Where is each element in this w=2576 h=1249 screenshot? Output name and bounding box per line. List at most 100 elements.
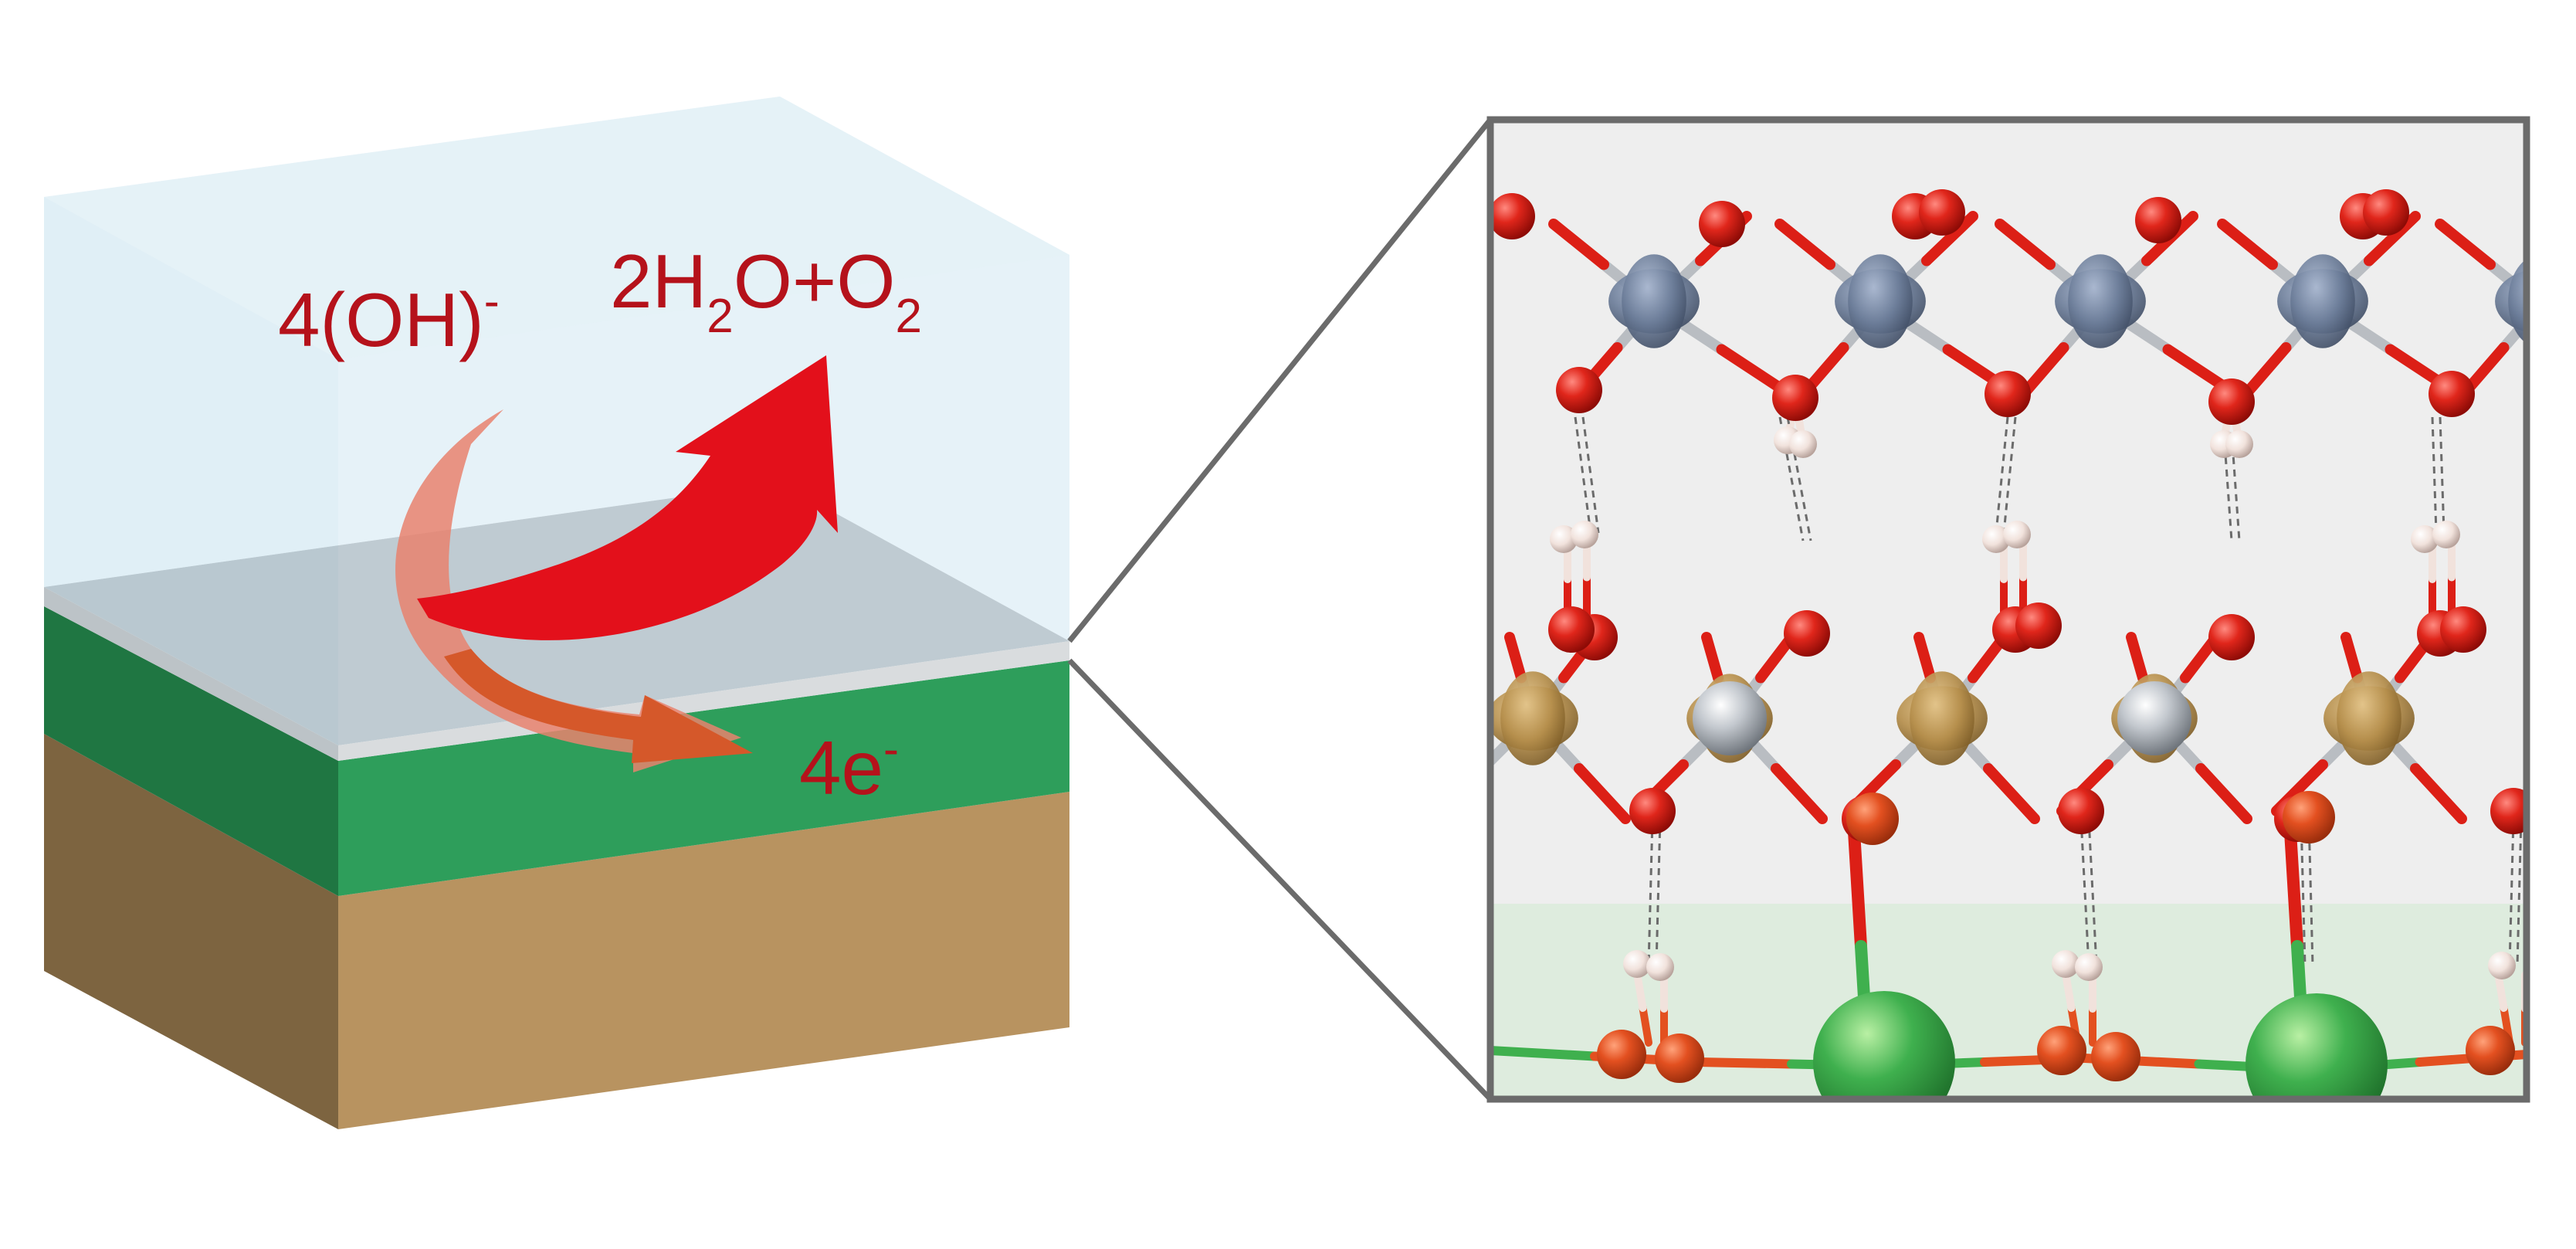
svg-text:2H2O+O2: 2H2O+O2	[610, 239, 922, 343]
bond	[1983, 763, 2040, 824]
oxygen-atom-11	[2429, 371, 2475, 417]
metal-atom-top-2	[2055, 254, 2146, 348]
substrate-front-face	[338, 792, 1069, 1129]
oxygen-atom-1	[1699, 201, 1745, 247]
metal-atom-gold-2	[1896, 671, 1988, 765]
oxygen-atom-4	[2135, 197, 2181, 243]
bond	[2364, 211, 2421, 266]
bond	[1490, 761, 1492, 769]
support-cation-1	[2246, 993, 2388, 1099]
metal-atom-gold-4-lobe	[2337, 671, 2401, 765]
metal-atom-top-4-lobe	[2508, 259, 2527, 344]
hydrogen-bond	[1778, 416, 1805, 541]
electron-release-arrow	[444, 649, 753, 763]
hydrogen-atom-11	[1646, 953, 1674, 981]
bond	[1995, 219, 2056, 270]
oxygen-atom-16	[2015, 602, 2062, 649]
metal-atom-top-0	[1608, 254, 1700, 348]
electrons-charge: -	[883, 723, 899, 775]
reactant-species: (OH)	[320, 277, 484, 362]
bond	[1921, 211, 1978, 266]
oxygen-atom-7	[1556, 367, 1602, 413]
metal-atom-gold-4	[2323, 671, 2415, 765]
water-h: H	[652, 239, 707, 324]
bond	[1548, 219, 1609, 270]
hydrogen-atom-1	[1789, 430, 1817, 458]
hydrogen-atom-13	[2075, 953, 2103, 981]
hydrogen-atom-12	[2052, 950, 2079, 978]
hydrogen-atom-4	[1550, 525, 1578, 553]
water-subscript: 2	[707, 290, 733, 343]
atomic-structure-inset	[1486, 116, 2530, 1103]
bond	[2126, 632, 2148, 684]
metal-atom-gold-0	[1490, 671, 1578, 765]
bond	[1574, 763, 1631, 824]
oxygen-atom-8	[1772, 375, 1818, 421]
reactant-coef: 4	[278, 277, 320, 362]
support-front-face	[338, 660, 1069, 896]
water-coef: 2	[610, 239, 652, 324]
bond	[2435, 219, 2496, 270]
reactant-label: 4(OH)-	[278, 275, 500, 362]
metal-atom-top-1-lobe	[1848, 254, 1913, 348]
reaction-arrows	[395, 355, 838, 772]
bond	[1774, 219, 1835, 270]
metal-atom-gold-0-lobe	[1500, 671, 1565, 765]
support-left-face	[44, 606, 338, 896]
bond	[1913, 632, 1936, 684]
oxygen-atom-14	[1784, 610, 1830, 657]
bond	[1694, 1057, 1796, 1069]
oxygen-atom-24	[2490, 788, 2527, 834]
metal-atom-grey-3	[2117, 681, 2191, 755]
bond	[1847, 813, 1867, 952]
hydrogen-atom-3	[2225, 430, 2253, 458]
bond	[1633, 969, 1647, 1012]
electrons-label: 4e-	[799, 723, 899, 810]
bond	[2195, 763, 2252, 824]
atom-spheres	[1490, 189, 2527, 1099]
hydrogen-bond	[1786, 416, 1812, 541]
bond	[1490, 1046, 1599, 1061]
bond	[2062, 969, 2076, 1012]
electrons-text: 4e	[799, 725, 883, 810]
support-oxygen-3	[2091, 1032, 2140, 1081]
metal-atom-grey-1	[1693, 681, 1767, 755]
hydrogen-atom-6	[1982, 525, 2010, 553]
oxygen-atom-19	[2440, 606, 2486, 653]
zoom-connector-bottom	[1067, 658, 1493, 1101]
bond	[2340, 632, 2363, 684]
bond	[1701, 632, 1724, 684]
support-cation-0	[1813, 991, 1955, 1099]
support-oxygen-0	[1597, 1030, 1646, 1079]
catalyst-film-left-edge	[44, 587, 338, 761]
catalyst-film-front-edge	[338, 641, 1069, 761]
bond	[2410, 763, 2467, 824]
hydrogen-atom-10	[1623, 950, 1651, 978]
electrolyte-box	[44, 97, 1069, 745]
oxygen-subscript: 2	[895, 290, 921, 343]
oxygen-atom-13	[1548, 606, 1595, 653]
inset-frame	[1486, 116, 2530, 1103]
oxygen-atom-3	[1919, 189, 1965, 236]
zoom-connector-top	[1067, 117, 1493, 643]
oxygen-atom-0	[1490, 193, 1535, 239]
metal-atom-top-3	[2277, 254, 2368, 348]
hydrogen-atom-9	[2432, 521, 2460, 548]
products-label: 2H2O+O2	[610, 239, 922, 343]
svg-text:4(OH)-: 4(OH)-	[278, 275, 500, 362]
bridging-oxygen-1	[2283, 791, 2335, 843]
bridging-oxygen-0	[1846, 793, 1899, 845]
bond	[1771, 763, 1828, 824]
bond	[2244, 342, 2292, 395]
hydrogen-atom-5	[1571, 521, 1598, 548]
oxygen-o: O	[836, 239, 895, 324]
svg-text:4e-: 4e-	[799, 723, 899, 810]
metal-atom-top-2-lobe	[2068, 254, 2133, 348]
metal-atom-top-4	[2495, 259, 2527, 344]
metal-atom-top-3-lobe	[2290, 254, 2355, 348]
product-release-arrow	[417, 355, 838, 640]
support-oxygen-1	[1655, 1033, 1704, 1083]
oxygen-atom-20	[1629, 788, 1676, 834]
bond	[1639, 1004, 1652, 1047]
